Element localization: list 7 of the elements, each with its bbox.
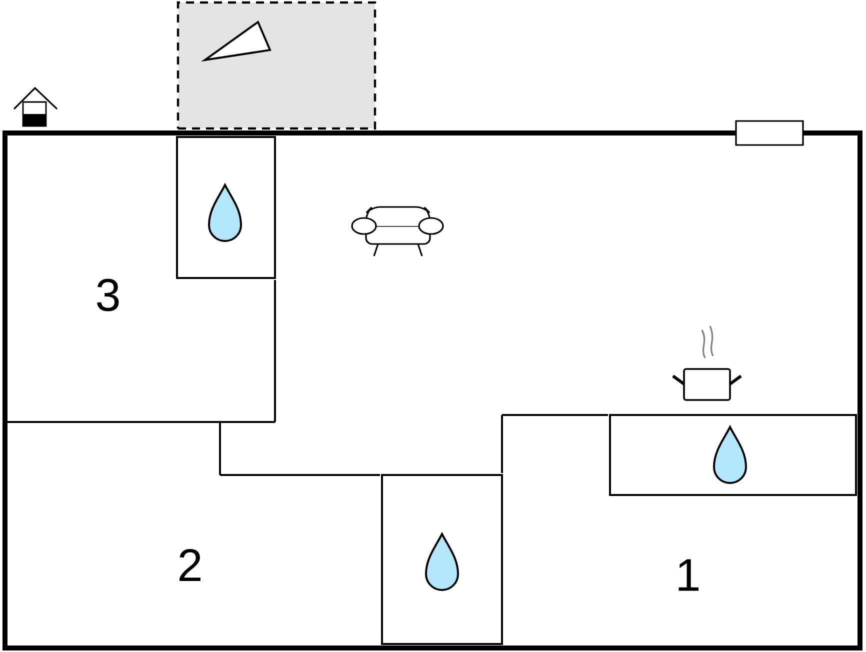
bathroom [176,136,276,279]
room-number: 2 [180,549,200,581]
bathroom [381,474,503,645]
terrace-area [176,1,376,130]
room-number: 1 [678,559,698,591]
room-number: 3 [97,278,119,312]
bathroom [609,414,857,496]
